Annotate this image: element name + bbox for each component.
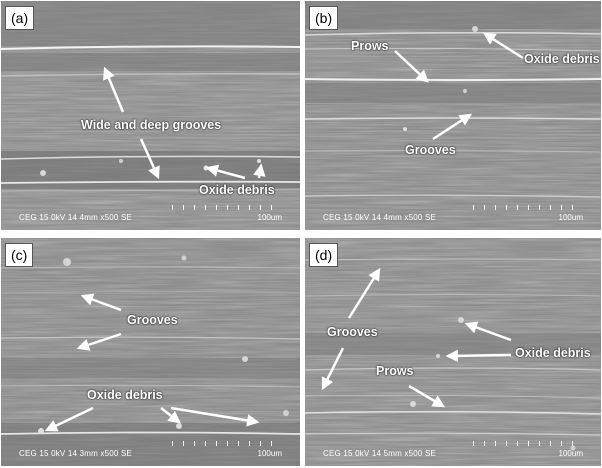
sem-info-text: CEG 15 0kV 14 4mm x500 SE [19, 213, 133, 222]
arrow-overlay [321, 267, 512, 408]
arrow-icon [347, 267, 381, 319]
arrow-overlay [394, 32, 524, 141]
arrow-icon [160, 407, 181, 424]
sem-info-text: CEG 15 0kV 14 4mm x500 SE [323, 213, 437, 222]
arrow-icon [464, 321, 512, 342]
label-oxide-debris: Oxide debris [87, 388, 163, 402]
scale-bar-ticks [473, 205, 583, 210]
panel-letter: (a) [5, 6, 35, 30]
label-grooves: Grooves [327, 325, 378, 339]
panel-letter: (b) [309, 6, 339, 30]
scale-bar-label: 100um [558, 449, 583, 458]
surface-texture [305, 1, 601, 230]
label-grooves: Grooves [127, 313, 178, 327]
scale-bar-label: 100um [558, 213, 583, 222]
label-oxide-debris: Oxide debris [515, 346, 591, 360]
scale-bar-label: 100um [257, 213, 282, 222]
sem-panel-a: (a) Wide and deep grooves Oxide debris C… [1, 1, 300, 230]
arrow-icon [408, 384, 446, 408]
scale-bar-ticks [473, 441, 583, 446]
sem-info-text: CEG 15 0kV 14 5mm x500 SE [323, 449, 437, 458]
label-grooves: Grooves [405, 143, 456, 157]
arrow-icon [482, 32, 524, 60]
label-prows: Prows [351, 39, 389, 53]
panel-letter: (d) [309, 243, 339, 267]
label-wide-deep-grooves: Wide and deep grooves [81, 118, 222, 132]
sem-info-text: CEG 15 0kV 14 3mm x500 SE [19, 449, 133, 458]
arrow-icon [76, 332, 122, 351]
scale-bar-ticks [172, 441, 282, 446]
arrow-icon [253, 163, 266, 179]
label-oxide-debris: Oxide debris [524, 52, 600, 66]
arrow-icon [170, 406, 260, 427]
label-oxide-debris: Oxide debris [199, 183, 275, 197]
sem-panel-d: (d) Grooves Oxide debris Prows CEG 15 0k… [305, 238, 601, 466]
sem-panel-c: (c) Grooves Oxide debris CEG 15 0kV 14 3… [1, 238, 300, 466]
arrow-icon [205, 164, 246, 180]
arrow-icon [321, 347, 345, 391]
arrow-icon [44, 406, 94, 432]
sem-panel-b: (b) Prows Oxide debris Grooves CEG 15 0k… [305, 1, 601, 230]
arrow-icon [432, 113, 473, 141]
arrow-icon [139, 138, 160, 180]
label-prows: Prows [376, 364, 414, 378]
panel-letter: (c) [5, 243, 34, 267]
arrow-icon [80, 293, 122, 312]
arrow-overlay [103, 66, 266, 180]
arrow-overlay [44, 293, 260, 432]
arrow-icon [103, 66, 125, 113]
scale-bar-label: 100um [257, 449, 282, 458]
scale-bar-ticks [172, 205, 282, 210]
arrow-icon [445, 349, 512, 363]
arrow-icon [394, 50, 429, 83]
